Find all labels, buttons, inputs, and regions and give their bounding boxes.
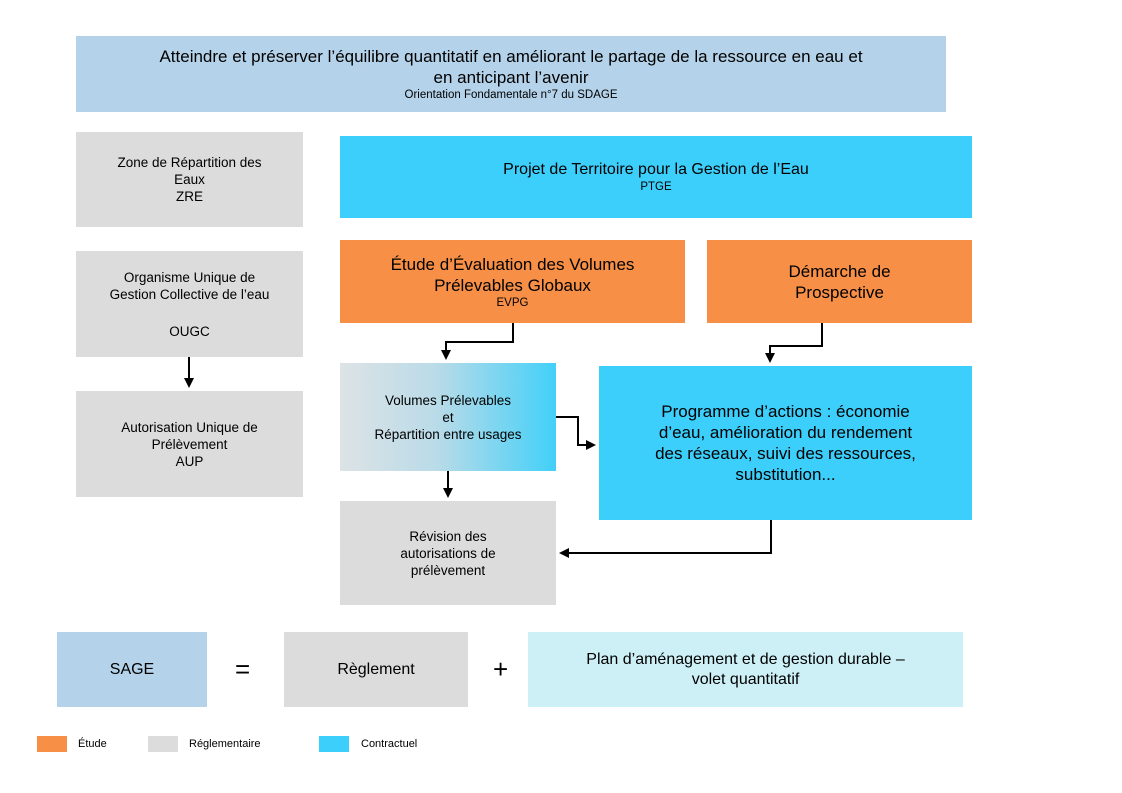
ougc-line2: Gestion Collective de l’eau bbox=[109, 286, 270, 302]
plan-box: Plan d’aménagement et de gestion durable… bbox=[528, 632, 963, 707]
header-title-line2: en anticipant l’avenir bbox=[433, 68, 589, 87]
sage-box: SAGE bbox=[57, 632, 207, 707]
zre-box: Zone de Répartition des Eaux ZRE bbox=[76, 132, 303, 227]
programme-line2: d’eau, amélioration du rendement bbox=[658, 423, 913, 442]
reglement-box: Règlement bbox=[284, 632, 468, 707]
programme-box: Programme d’actions : économie d’eau, am… bbox=[599, 366, 972, 520]
header-subtitle: Orientation Fondamentale n°7 du SDAGE bbox=[404, 89, 618, 101]
zre-line1: Zone de Répartition des bbox=[117, 155, 262, 170]
arrow-programme-to-revision bbox=[559, 520, 772, 558]
zre-line2: Eaux bbox=[174, 172, 205, 187]
arrow-prospective-to-programme bbox=[765, 323, 823, 363]
plan-line2: volet quantitatif bbox=[691, 670, 800, 688]
ougc-abbr: OUGC bbox=[169, 323, 210, 339]
aup-box: Autorisation Unique de Prélèvement AUP bbox=[76, 391, 303, 497]
arrow-evpg-to-volumes bbox=[441, 323, 514, 360]
revision-line3: prélèvement bbox=[410, 562, 486, 578]
revision-box: Révision des autorisations de prélèvemen… bbox=[340, 501, 556, 605]
legend-label-etude: Étude bbox=[78, 738, 107, 750]
volumes-line3: Répartition entre usages bbox=[374, 426, 522, 442]
programme-line3: des réseaux, suivi des ressources, bbox=[655, 444, 916, 463]
legend-swatch-etude bbox=[37, 736, 67, 752]
legend-swatch-reglementaire bbox=[148, 736, 178, 752]
volumes-box: Volumes Prélevables et Répartition entre… bbox=[340, 363, 556, 471]
reglement-label: Règlement bbox=[337, 660, 415, 678]
volumes-line1: Volumes Prélevables bbox=[384, 392, 512, 408]
legend-label-reglementaire: Réglementaire bbox=[189, 738, 261, 750]
sage-label: SAGE bbox=[109, 660, 155, 678]
legend-swatch-contractuel bbox=[319, 736, 349, 752]
ptge-abbr: PTGE bbox=[640, 181, 672, 193]
revision-line2: autorisations de bbox=[400, 545, 496, 561]
evpg-box: Étude d’Évaluation des Volumes Prélevabl… bbox=[340, 240, 685, 323]
aup-line1: Autorisation Unique de bbox=[121, 419, 258, 435]
ptge-title: Projet de Territoire pour la Gestion de … bbox=[503, 161, 809, 178]
zre-abbr: ZRE bbox=[176, 189, 203, 204]
header-title-line1: Atteindre et préserver l’équilibre quant… bbox=[159, 47, 863, 66]
header-banner: Atteindre et préserver l’équilibre quant… bbox=[76, 36, 946, 112]
volumes-line2: et bbox=[442, 409, 454, 425]
evpg-line2: Prélevables Globaux bbox=[434, 275, 591, 295]
prospective-line2: Prospective bbox=[795, 282, 884, 302]
plan-line1: Plan d’aménagement et de gestion durable… bbox=[586, 650, 905, 668]
arrow-volumes-to-programme bbox=[556, 416, 596, 450]
evpg-line1: Étude d’Évaluation des Volumes bbox=[390, 254, 635, 274]
prospective-box: Démarche de Prospective bbox=[707, 240, 972, 323]
prospective-line1: Démarche de bbox=[788, 261, 891, 281]
aup-line2: Prélèvement bbox=[151, 436, 228, 452]
plus-sign: + bbox=[493, 654, 509, 684]
legend-label-contractuel: Contractuel bbox=[361, 738, 418, 750]
revision-line1: Révision des bbox=[409, 528, 487, 544]
ptge-box: Projet de Territoire pour la Gestion de … bbox=[340, 136, 972, 218]
programme-line4: substitution... bbox=[735, 465, 836, 484]
ougc-line1: Organisme Unique de bbox=[123, 269, 256, 285]
aup-abbr: AUP bbox=[175, 453, 204, 469]
ougc-box: Organisme Unique de Gestion Collective d… bbox=[76, 251, 303, 357]
programme-line1: Programme d’actions : économie bbox=[661, 402, 910, 421]
evpg-abbr: EVPG bbox=[496, 296, 529, 309]
equals-sign: = bbox=[235, 654, 251, 684]
